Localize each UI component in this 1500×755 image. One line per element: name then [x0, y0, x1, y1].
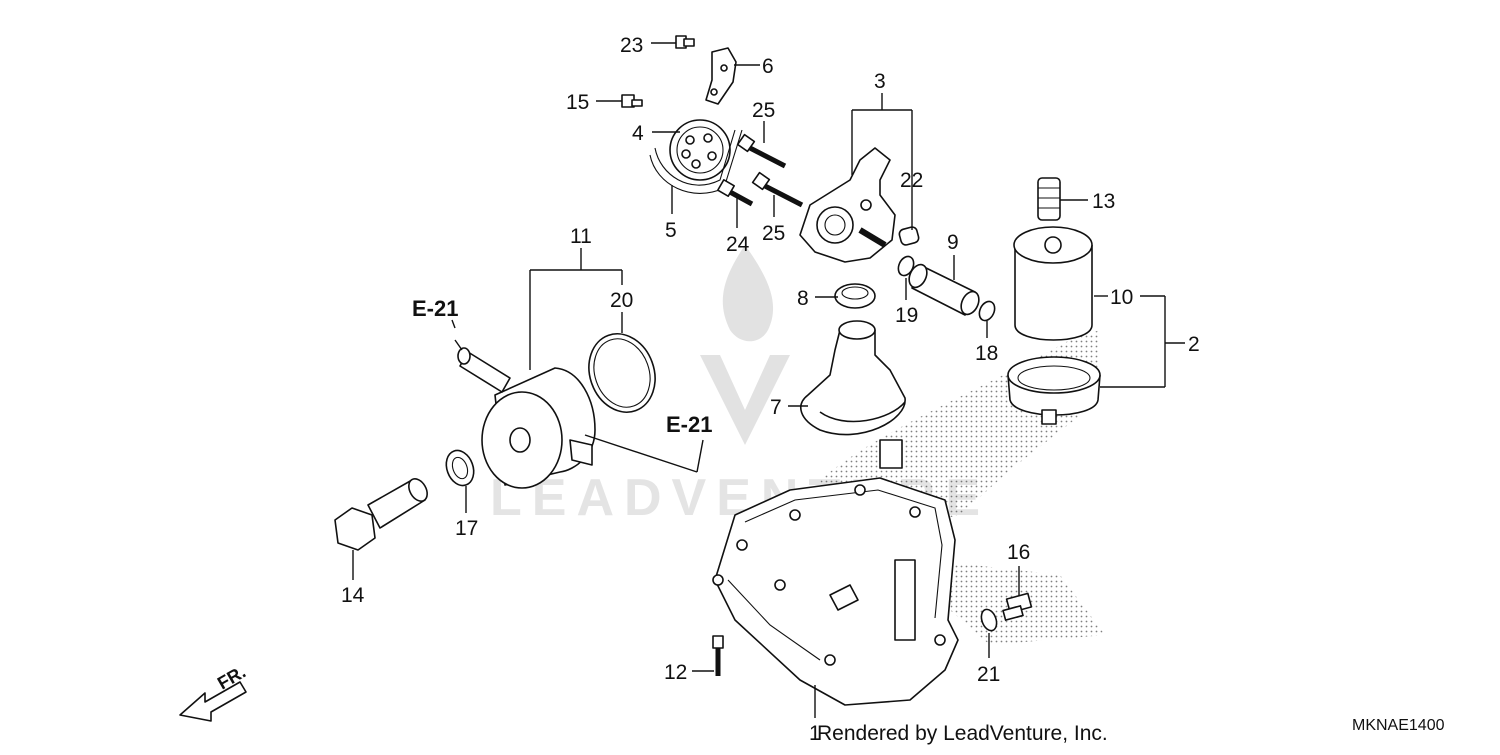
callout-6: 6 — [762, 55, 774, 78]
dowel-22 — [898, 226, 920, 246]
stud-13 — [1037, 177, 1061, 221]
callout-9: 9 — [947, 231, 959, 254]
bolt-25b — [751, 171, 804, 208]
callout-21: 21 — [977, 663, 1000, 686]
sprocket-4 — [669, 119, 731, 181]
callout-1: 1 — [809, 722, 821, 745]
callout-10: 10 — [1110, 286, 1133, 309]
washer-17 — [445, 449, 475, 487]
o-ring-19 — [897, 255, 915, 277]
callout-12: 12 — [664, 661, 687, 684]
callout-19: 19 — [895, 304, 918, 327]
callout-24: 24 — [726, 233, 750, 256]
callout-25-bottom: 25 — [762, 222, 785, 245]
reference-e21-top: E-21 — [412, 296, 458, 321]
callout-22: 22 — [900, 169, 923, 192]
callout-5: 5 — [665, 219, 677, 242]
callout-11: 11 — [570, 225, 592, 248]
callout-8: 8 — [797, 287, 809, 310]
callout-23: 23 — [620, 34, 643, 57]
leader-lines — [352, 42, 1185, 718]
front-direction-arrow: FR. — [179, 662, 249, 722]
bolt-12 — [712, 635, 724, 676]
o-ring-18 — [978, 300, 996, 322]
washer-21 — [980, 608, 998, 632]
strainer-7 — [800, 320, 906, 469]
callout-17: 17 — [455, 517, 478, 540]
seal-8 — [834, 283, 876, 309]
oil-cooler-11 — [457, 347, 596, 489]
reference-e21-right: E-21 — [666, 412, 712, 437]
callout-2: 2 — [1188, 333, 1200, 356]
callout-25-top: 25 — [752, 99, 775, 122]
oil-pan-1 — [712, 477, 959, 706]
center-bolt-14 — [334, 478, 428, 551]
joint-pipe-9 — [908, 263, 980, 316]
bolt-25a — [736, 133, 787, 169]
callout-16: 16 — [1007, 541, 1030, 564]
bolt-23 — [675, 35, 695, 49]
callout-18: 18 — [975, 342, 998, 365]
callouts: 23 6 15 4 25 3 22 5 24 25 13 9 11 20 8 1… — [341, 34, 1200, 745]
callout-20: 20 — [610, 289, 633, 312]
credit-text: Rendered by LeadVenture, Inc. — [817, 722, 1108, 745]
reference-labels: E-21 E-21 — [412, 296, 712, 437]
diagram-code: MKNAE1400 — [1352, 717, 1445, 734]
callout-4: 4 — [632, 122, 644, 145]
o-ring-20 — [588, 333, 656, 413]
callout-15: 15 — [566, 91, 589, 114]
filter-case-2 — [1007, 356, 1101, 425]
callout-7: 7 — [770, 396, 782, 419]
oil-pump-3 — [799, 147, 896, 263]
bracket-6 — [705, 47, 737, 105]
callout-14: 14 — [341, 584, 365, 607]
drain-plug-16 — [1002, 592, 1033, 621]
bolt-24 — [717, 179, 754, 207]
oil-filter-10 — [1013, 226, 1093, 341]
bolt-15 — [621, 94, 643, 108]
callout-13: 13 — [1092, 190, 1115, 213]
callout-3: 3 — [874, 70, 886, 93]
